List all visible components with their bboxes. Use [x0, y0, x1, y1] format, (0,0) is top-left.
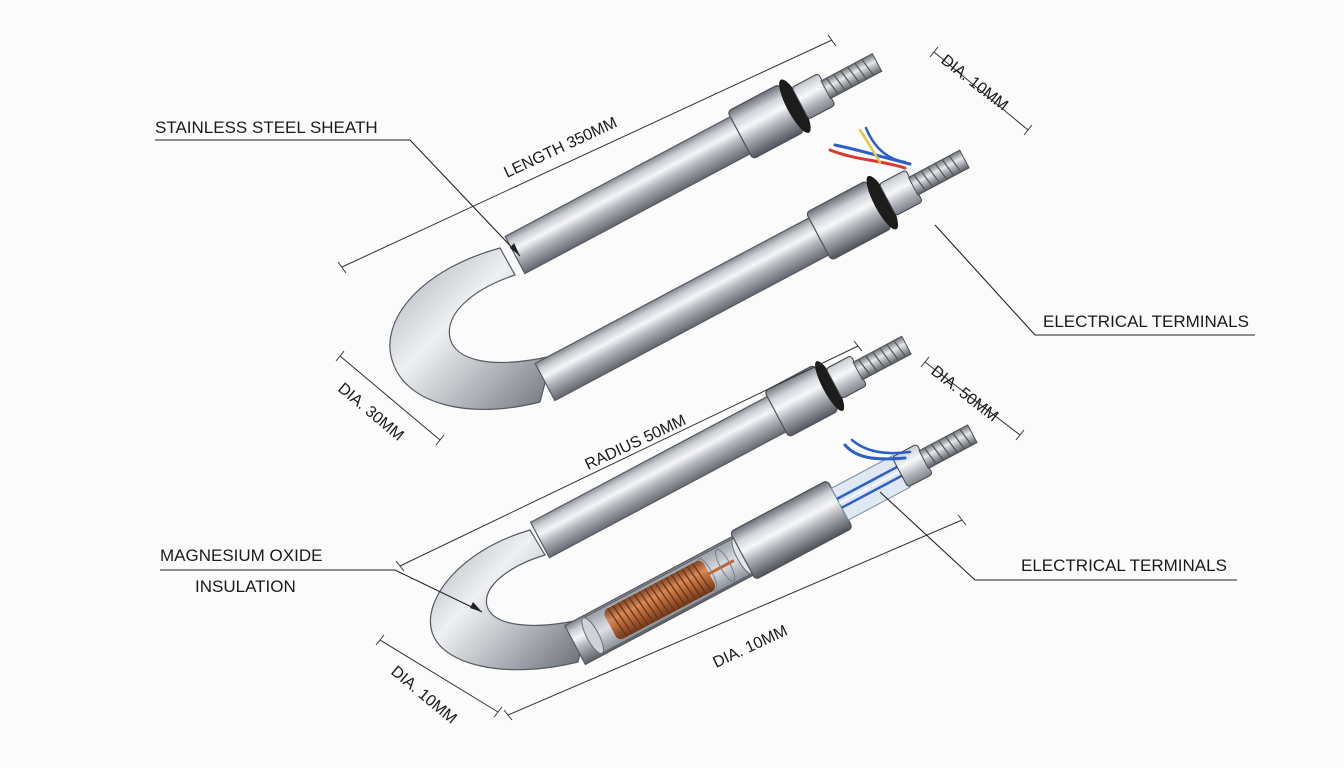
- top-length-dimension: LENGTH 350MM: [502, 114, 620, 181]
- bottom-tube-dia-dimension: DIA. 10MM: [387, 663, 459, 727]
- top-tube-dia-dimension: DIA. 30MM: [334, 380, 406, 444]
- insulation-label-line2: INSULATION: [195, 577, 296, 596]
- top-lower-seal: [866, 175, 899, 230]
- bottom-dimensions: [375, 340, 1025, 721]
- bottom-upper-seal: [815, 361, 845, 411]
- top-terminals-label: ELECTRICAL TERMINALS: [1043, 312, 1249, 331]
- top-tube-upper: [504, 53, 883, 275]
- top-upper-thread: [820, 53, 883, 100]
- bottom-terminal-dia-dimension: DIA. 50MM: [928, 363, 1002, 426]
- top-upper-seal: [779, 79, 811, 133]
- top-wires: [828, 126, 912, 170]
- top-terminal-dia-dimension: DIA. 10MM: [938, 52, 1012, 115]
- sheath-leader-line: [155, 139, 521, 257]
- bottom-tube-upper: [529, 335, 912, 559]
- bottom-tube-bend: [429, 529, 589, 671]
- top-lower-thread: [907, 149, 970, 196]
- top-tube-lower: [534, 149, 970, 402]
- top-callouts: [155, 139, 1255, 336]
- top-heater: [389, 53, 970, 411]
- bottom-callouts: [160, 491, 1237, 613]
- sheath-leader-arrow: [510, 243, 520, 256]
- insulation-leader-line: [160, 569, 483, 613]
- insulation-leader-arrow: [470, 602, 482, 612]
- top-tube-bend: [389, 247, 553, 411]
- bottom-terminals-leader-line: [879, 491, 1237, 581]
- bottom-heater: [429, 335, 978, 671]
- sheath-label: STAINLESS STEEL SHEATH: [155, 118, 378, 137]
- copper-heating-coil: [604, 559, 735, 640]
- bottom-wires: [843, 438, 912, 461]
- top-dimensions: [335, 34, 1033, 446]
- bottom-lower-sleeve: [730, 481, 852, 579]
- bottom-lower-thread: [918, 424, 978, 470]
- bottom-terminals-label: ELECTRICAL TERMINALS: [1021, 556, 1227, 575]
- bottom-upper-thread: [852, 335, 912, 381]
- bottom-tube-lower: [563, 424, 978, 666]
- top-terminals-leader-line: [934, 224, 1255, 336]
- bottom-body-dia-dimension: DIA. 10MM: [711, 622, 791, 671]
- insulation-label-line1: MAGNESIUM OXIDE: [160, 546, 322, 565]
